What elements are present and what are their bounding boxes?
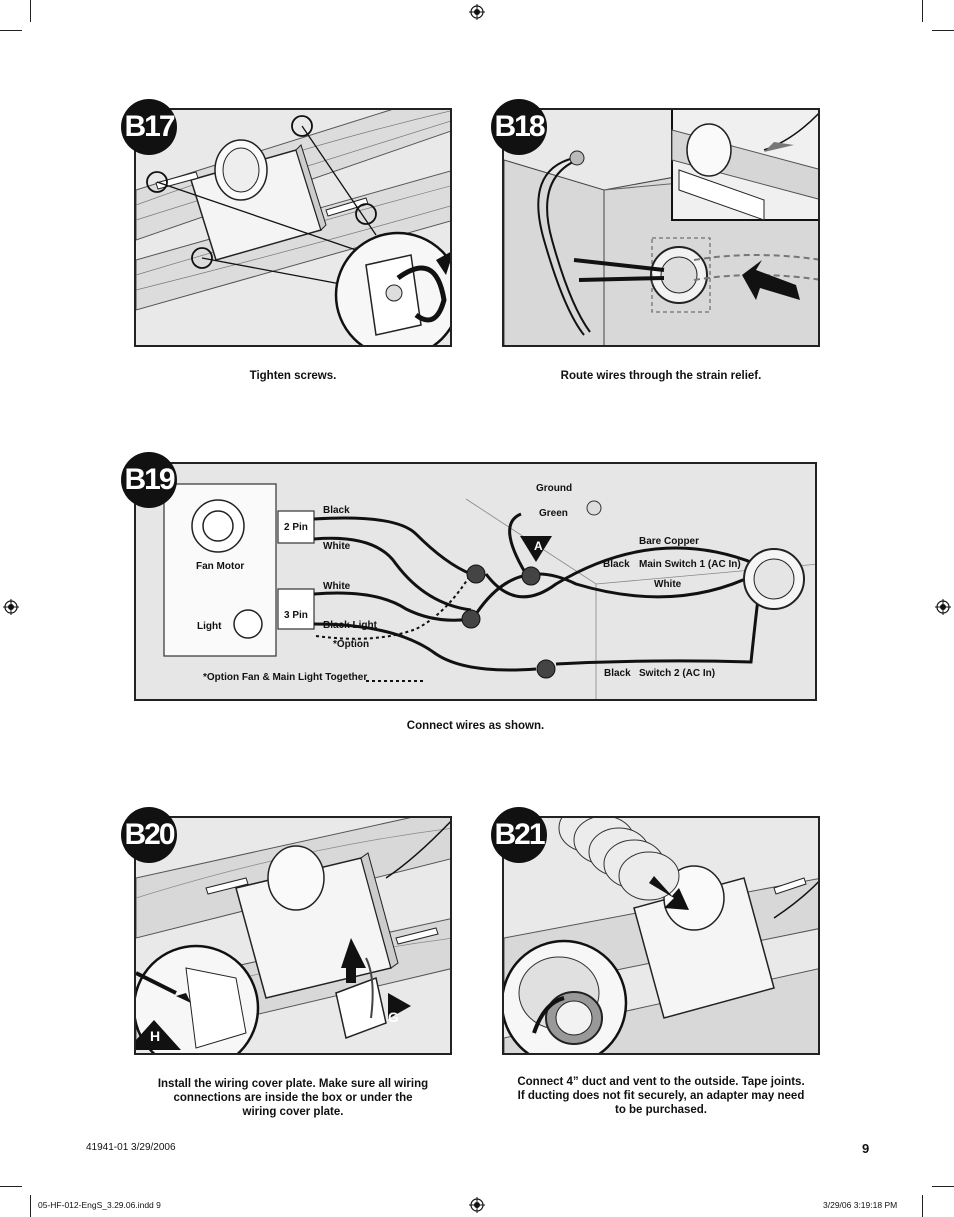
step-badge-b20: B20 bbox=[121, 807, 177, 863]
ground-label: Ground bbox=[536, 483, 573, 494]
light-label: Light bbox=[197, 621, 222, 632]
step-b20-caption: Install the wiring cover plate. Make sur… bbox=[134, 1077, 452, 1119]
marker-h: H bbox=[150, 1028, 161, 1044]
file-slug: 05-HF-012-EngS_3.29.06.indd 9 bbox=[38, 1200, 161, 1210]
crop-mark bbox=[922, 1195, 923, 1217]
black-wire-label: Black bbox=[323, 505, 350, 516]
white-wire-label: White bbox=[323, 541, 351, 552]
registration-mark-icon bbox=[3, 599, 19, 615]
bare-copper-label: Bare Copper bbox=[639, 536, 700, 547]
step-b20-caption-line-3: wiring cover plate. bbox=[242, 1106, 344, 1118]
green-label: Green bbox=[539, 508, 568, 519]
crop-mark bbox=[932, 30, 954, 31]
step-b18-illustration bbox=[502, 108, 820, 347]
step-b20-caption-line-2: connections are inside the box or under … bbox=[173, 1092, 413, 1104]
step-b17-illustration bbox=[134, 108, 452, 347]
step-b20-illustration: G H bbox=[134, 816, 452, 1055]
black-light-label: Black Light bbox=[323, 620, 377, 631]
black-switch2-label: Black bbox=[604, 668, 631, 679]
option-note: *Option Fan & Main Light Together bbox=[203, 672, 368, 683]
registration-mark-icon bbox=[469, 4, 485, 20]
step-b19-caption: Connect wires as shown. bbox=[406, 720, 545, 732]
step-badge-b19: B19 bbox=[121, 452, 177, 508]
step-b18-caption: Route wires through the strain relief. bbox=[560, 370, 762, 382]
registration-mark-icon bbox=[935, 599, 951, 615]
step-b21-caption-line-2: If ducting does not fit securely, an ada… bbox=[517, 1090, 805, 1102]
crop-mark bbox=[922, 0, 923, 22]
step-b21-caption-line-3: to be purchased. bbox=[614, 1104, 708, 1116]
switch2-label: Switch 2 (AC In) bbox=[639, 668, 716, 679]
crop-mark bbox=[30, 0, 31, 22]
marker-g: G bbox=[388, 1009, 399, 1025]
main-switch-label: Main Switch 1 (AC In) bbox=[639, 559, 741, 570]
step-badge-b21: B21 bbox=[491, 807, 547, 863]
fan-motor-label: Fan Motor bbox=[196, 561, 245, 572]
step-badge-b18: B18 bbox=[491, 99, 547, 155]
marker-a: A bbox=[534, 539, 543, 553]
crop-mark bbox=[30, 1195, 31, 1217]
white-right-label: White bbox=[654, 579, 682, 590]
crop-mark bbox=[0, 30, 22, 31]
three-pin-label: 3 Pin bbox=[284, 610, 308, 621]
white-wire-label-2: White bbox=[323, 581, 351, 592]
crop-mark bbox=[0, 1186, 22, 1187]
option-label: *Option bbox=[333, 639, 370, 650]
step-b21-illustration bbox=[502, 816, 820, 1055]
step-b17-caption: Tighten screws. bbox=[249, 370, 337, 382]
step-b19-wiring-diagram: Fan Motor Light 2 Pin 3 Pin Black White … bbox=[134, 462, 817, 701]
step-b21-caption: Connect 4” duct and vent to the outside.… bbox=[502, 1075, 820, 1117]
two-pin-label: 2 Pin bbox=[284, 522, 308, 533]
step-b20-caption-line-1: Install the wiring cover plate. Make sur… bbox=[157, 1078, 429, 1090]
doc-id: 41941-01 3/29/2006 bbox=[86, 1142, 176, 1153]
crop-mark bbox=[932, 1186, 954, 1187]
step-b21-caption-line-1: Connect 4” duct and vent to the outside.… bbox=[517, 1076, 805, 1088]
black-main-label: Black bbox=[603, 559, 630, 570]
page-number: 9 bbox=[862, 1141, 870, 1156]
registration-mark-icon bbox=[469, 1197, 485, 1213]
step-badge-b17: B17 bbox=[121, 99, 177, 155]
timestamp: 3/29/06 3:19:18 PM bbox=[823, 1200, 898, 1210]
